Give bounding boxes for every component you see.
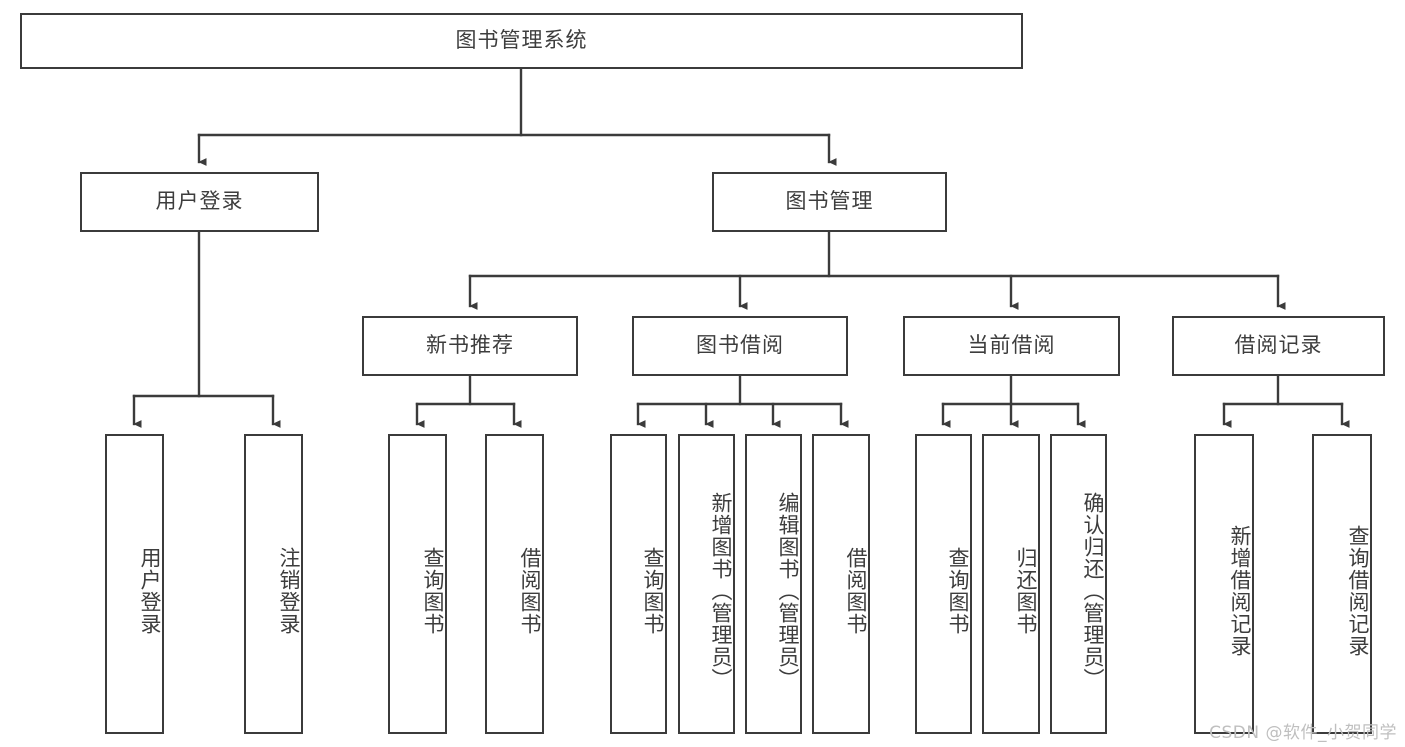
edge-group-book-mgmt-to-level2 [468,230,1286,310]
node-label: 确认归还（管理员） [1081,492,1105,690]
node-label: 查询图书 [421,547,445,635]
node-book-management[interactable]: 图书管理 [712,172,947,232]
node-label: 查询图书 [641,547,665,635]
leaf-node-query-book-borrow[interactable]: 查询图书 [610,434,667,734]
node-label: 新增图书（管理员） [709,492,733,690]
leaf-node-query-book-current[interactable]: 查询图书 [915,434,972,734]
leaf-node-edit-book-admin[interactable]: 编辑图书（管理员） [745,434,802,734]
node-label: 借阅图书 [518,547,542,635]
edge-group-book-borrow-to-leaves [636,374,849,428]
node-label: 用户登录 [138,547,162,635]
node-label: 新书推荐 [426,333,514,358]
node-user-login[interactable]: 用户登录 [80,172,319,232]
leaf-node-query-borrow-record[interactable]: 查询借阅记录 [1312,434,1372,734]
node-label: 编辑图书（管理员） [776,492,800,690]
node-label: 查询借阅记录 [1346,525,1370,657]
node-label: 借阅记录 [1234,333,1323,358]
node-label: 图书管理系统 [455,28,588,53]
node-label: 新增借阅记录 [1228,525,1252,657]
node-label: 图书管理 [785,189,874,214]
leaf-node-confirm-return-admin[interactable]: 确认归还（管理员） [1050,434,1107,734]
node-label: 注销登录 [277,547,301,635]
leaf-node-add-borrow-record[interactable]: 新增借阅记录 [1194,434,1254,734]
node-current-borrow[interactable]: 当前借阅 [903,316,1120,376]
leaf-node-user-login[interactable]: 用户登录 [105,434,164,734]
node-book-borrow[interactable]: 图书借阅 [632,316,848,376]
leaf-node-borrow-book[interactable]: 借阅图书 [812,434,870,734]
leaf-node-add-book-admin[interactable]: 新增图书（管理员） [678,434,735,734]
leaf-node-return-book[interactable]: 归还图书 [982,434,1040,734]
leaf-node-logout[interactable]: 注销登录 [244,434,303,734]
node-root-system[interactable]: 图书管理系统 [20,13,1023,69]
node-label: 当前借阅 [967,333,1056,358]
node-borrow-record[interactable]: 借阅记录 [1172,316,1385,376]
edge-group-root-to-level1 [197,67,837,166]
edge-group-user-login-to-leaves [132,230,281,428]
node-label: 查询图书 [946,547,970,635]
node-label: 归还图书 [1014,547,1038,635]
edge-group-new-book-to-leaves [415,374,522,428]
node-label: 借阅图书 [844,547,868,635]
node-label: 图书借阅 [696,333,784,358]
node-new-book-recommend[interactable]: 新书推荐 [362,316,578,376]
edge-group-borrow-record-to-leaves [1222,374,1350,428]
edge-group-current-borrow-to-leaves [941,374,1086,428]
leaf-node-borrow-book-recommend[interactable]: 借阅图书 [485,434,544,734]
watermark-text: CSDN @软件_小贺同学 [1209,723,1397,743]
node-label: 用户登录 [155,189,244,214]
leaf-node-query-book-recommend[interactable]: 查询图书 [388,434,447,734]
